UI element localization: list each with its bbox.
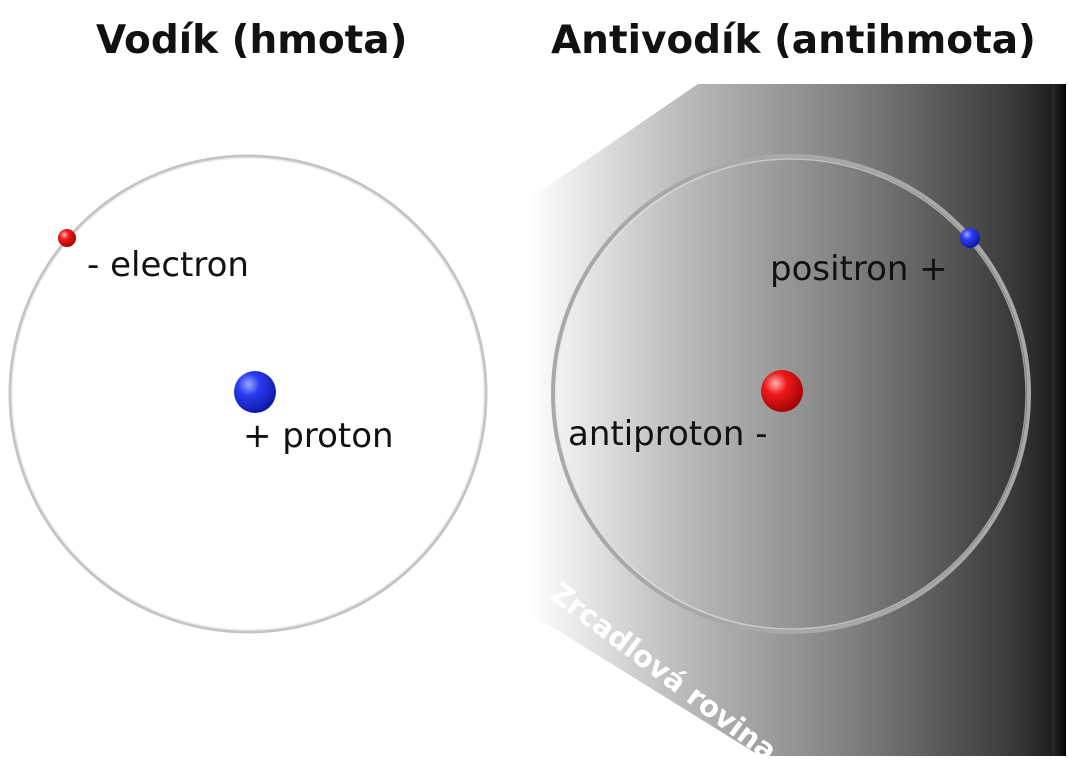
- positron-particle: [960, 228, 980, 248]
- antimatter-title: Antivodík (antihmota): [551, 18, 1036, 63]
- hydrogen-atom: - electron + proton: [8, 154, 488, 634]
- proton-label: + proton: [243, 416, 394, 456]
- antiproton-particle: [761, 370, 803, 412]
- antiproton-label: antiproton -: [568, 414, 768, 454]
- mirror-plane-edge: [1052, 84, 1066, 756]
- positron-label: positron +: [770, 249, 948, 289]
- matter-title: Vodík (hmota): [96, 18, 408, 63]
- electron-orbit: [8, 154, 488, 634]
- positron-orbit: [551, 154, 1031, 634]
- antihydrogen-atom: positron + antiproton -: [551, 154, 1031, 634]
- electron-particle: [58, 229, 76, 247]
- electron-label: - electron: [87, 245, 249, 285]
- proton-particle: [234, 371, 276, 413]
